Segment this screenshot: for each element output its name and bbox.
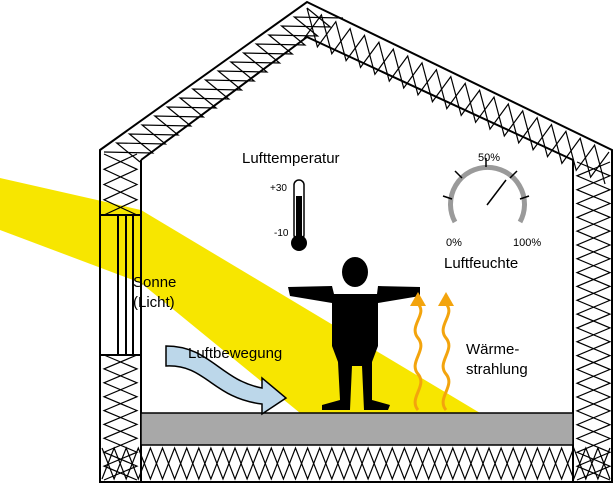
gauge-max-label: 100% — [513, 237, 541, 249]
sun-label-line2: (Licht) — [133, 294, 175, 311]
gauge-mid-label: 50% — [478, 152, 500, 164]
radiation-label-line1: Wärme- — [466, 341, 519, 358]
air-movement-label: Luftbewegung — [188, 345, 282, 362]
house-outline — [99, 0, 613, 483]
hygrometer-gauge-icon — [442, 158, 530, 224]
thermometer-icon — [291, 179, 307, 251]
sun-label-line1: Sonne — [133, 274, 176, 291]
sunlight-beam — [0, 178, 480, 413]
temperature-low-label: -10 — [274, 228, 289, 239]
air-flow-arrow-icon — [165, 345, 288, 416]
heat-arrow-heads — [410, 292, 454, 306]
window — [100, 214, 142, 356]
heat-wave-arrow-icon — [413, 302, 451, 411]
air-temperature-label: Lufttemperatur — [242, 150, 340, 167]
radiation-label-line2: strahlung — [466, 361, 528, 378]
humidity-label: Luftfeuchte — [444, 255, 518, 272]
floor-slab — [140, 412, 574, 446]
wall-insulation — [101, 7, 612, 481]
person-figure-icon — [288, 257, 420, 410]
gauge-min-label: 0% — [446, 237, 462, 249]
temperature-high-label: +30 — [270, 183, 287, 194]
